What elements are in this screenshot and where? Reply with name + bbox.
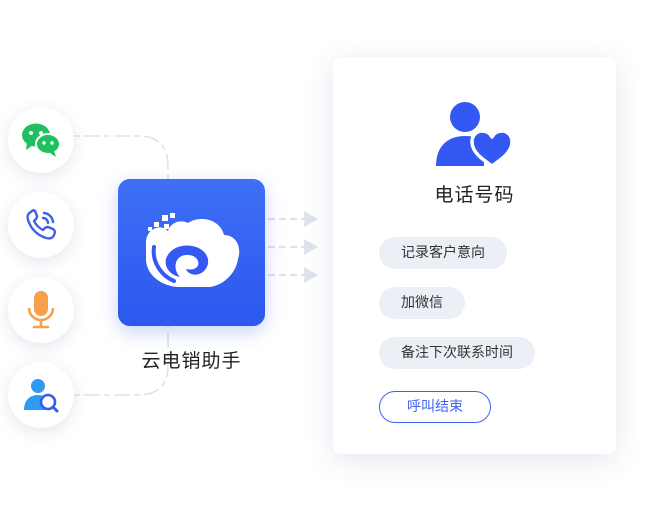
phone-call-icon — [26, 209, 57, 240]
microphone-icon — [27, 291, 55, 329]
arrow-head-1 — [304, 211, 318, 227]
app-name: 云电销助手 — [141, 350, 242, 372]
phone-channel[interactable] — [8, 192, 74, 258]
user-search-icon — [24, 379, 59, 413]
next-contact-note-button[interactable]: 备注下次联系时间 — [379, 337, 535, 369]
app-logo-tile[interactable] — [118, 179, 265, 326]
wechat-channel[interactable] — [8, 107, 74, 173]
arrow-head-3 — [304, 267, 318, 283]
contact-card: 电话号码 记录客户意向 加微信 备注下次联系时间 呼叫结束 — [333, 57, 616, 454]
add-wechat-button[interactable]: 加微信 — [379, 287, 465, 319]
record-intent-button[interactable]: 记录客户意向 — [379, 237, 507, 269]
end-call-button[interactable]: 呼叫结束 — [379, 391, 491, 423]
phone-number-title: 电话号码 — [434, 184, 515, 206]
wechat-icon — [22, 123, 61, 157]
cloud-logo-icon — [145, 212, 239, 287]
arrow-head-2 — [304, 239, 318, 255]
microphone-channel[interactable] — [8, 277, 74, 343]
contact-heart-icon — [436, 102, 514, 168]
user-search-channel[interactable] — [8, 362, 74, 428]
